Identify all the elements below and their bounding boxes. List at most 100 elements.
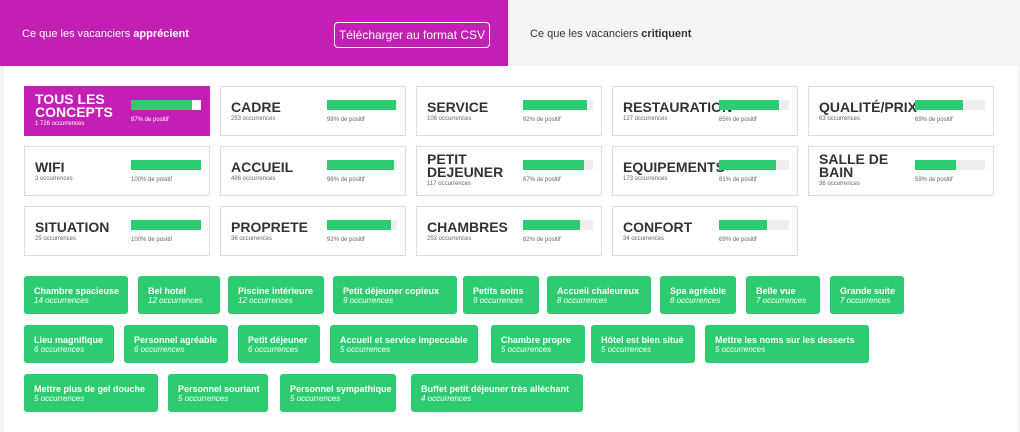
positive-bar-track	[131, 100, 201, 110]
tag-occurrences: 5 occurrences	[340, 345, 391, 354]
positive-bar-fill	[915, 160, 957, 170]
concept-occurrences: 486 occurrences	[231, 176, 276, 182]
positive-bar-fill	[131, 100, 192, 110]
tag-name: Spa agréable	[670, 286, 727, 296]
positive-bar-fill	[327, 160, 395, 170]
tag-name: Mettre les noms sur les desserts	[715, 335, 855, 345]
positive-bar-track	[523, 160, 593, 170]
positive-bar-track	[131, 160, 201, 170]
concept-name: PROPRETE	[231, 219, 309, 235]
tag-occurrences: 14 occurrences	[34, 296, 89, 305]
tab-critiquent[interactable]: Ce que les vacanciers critiquent	[508, 0, 1020, 66]
tag-occurrences: 7 occurrences	[756, 296, 807, 305]
positive-percent-label: 82% de positif	[523, 237, 561, 243]
positive-percent-label: 98% de positif	[327, 117, 365, 123]
positive-bar-fill	[719, 160, 776, 170]
positive-percent-label: 69% de positif	[719, 237, 757, 243]
tag-occurrences: 7 occurrences	[840, 296, 891, 305]
tab-apprecient[interactable]: Ce que les vacanciers apprécient Télécha…	[0, 0, 508, 66]
concept-name: SERVICE	[427, 99, 489, 115]
concept-occurrences: 127 occurrences	[623, 116, 668, 122]
positive-bar-track	[523, 100, 593, 110]
tag-occurrences: 12 occurrences	[238, 296, 293, 305]
positive-bar-track	[915, 160, 985, 170]
concept-occurrences: 253 occurrences	[231, 116, 276, 122]
concept-occurrences: 34 occurrences	[623, 236, 665, 242]
positive-percent-label: 85% de positif	[719, 117, 757, 123]
positive-percent-label: 81% de positif	[719, 177, 757, 183]
positive-bar-fill	[523, 220, 581, 230]
concept-name: RESTAURATION	[623, 99, 733, 115]
positive-bar-track	[915, 100, 985, 110]
tag-occurrences: 6 occurrences	[134, 345, 185, 354]
positive-bar-fill	[719, 220, 768, 230]
positive-bar-track	[719, 160, 789, 170]
positive-bar-track	[327, 100, 397, 110]
tag-occurrences: 5 occurrences	[178, 394, 229, 403]
tag-name: Personnel agréable	[134, 335, 218, 345]
concept-name: ACCUEIL	[231, 159, 294, 175]
tag-name: Petit déjeuner copieux	[343, 286, 440, 296]
tag-occurrences: 4 occurrences	[421, 394, 472, 403]
positive-bar-track	[719, 220, 789, 230]
concept-occurrences: 1 726 occurrences	[35, 121, 85, 127]
positive-bar-track	[523, 220, 593, 230]
positive-percent-label: 92% de positif	[327, 237, 365, 243]
concept-name: SALLE DE BAIN	[819, 151, 889, 180]
positive-percent-label: 87% de positif	[523, 177, 561, 183]
positive-percent-label: 59% de positif	[915, 177, 953, 183]
tag-occurrences: 6 occurrences	[248, 345, 299, 354]
tag-name: Bel hotel	[148, 286, 187, 296]
concept-occurrences: 36 occurrences	[231, 236, 273, 242]
tag-name: Grande suite	[840, 286, 896, 296]
positive-percent-label: 92% de positif	[523, 117, 561, 123]
tag-occurrences: 5 occurrences	[601, 345, 652, 354]
download-csv-button[interactable]: Télécharger au format CSV	[334, 22, 490, 48]
concept-name: CADRE	[231, 99, 281, 115]
positive-bar-track	[719, 100, 789, 110]
tag-name: Chambre propre	[501, 335, 572, 345]
positive-bar-fill	[327, 220, 392, 230]
concept-occurrences: 3 occurrences	[35, 176, 73, 182]
tag-occurrences: 6 occurrences	[34, 345, 85, 354]
tag-name: Petits soins	[473, 286, 524, 296]
tag-name: Accueil chaleureux	[557, 286, 640, 296]
concept-name: CHAMBRES	[427, 219, 508, 235]
tag-name: Lieu magnifique	[34, 335, 104, 345]
